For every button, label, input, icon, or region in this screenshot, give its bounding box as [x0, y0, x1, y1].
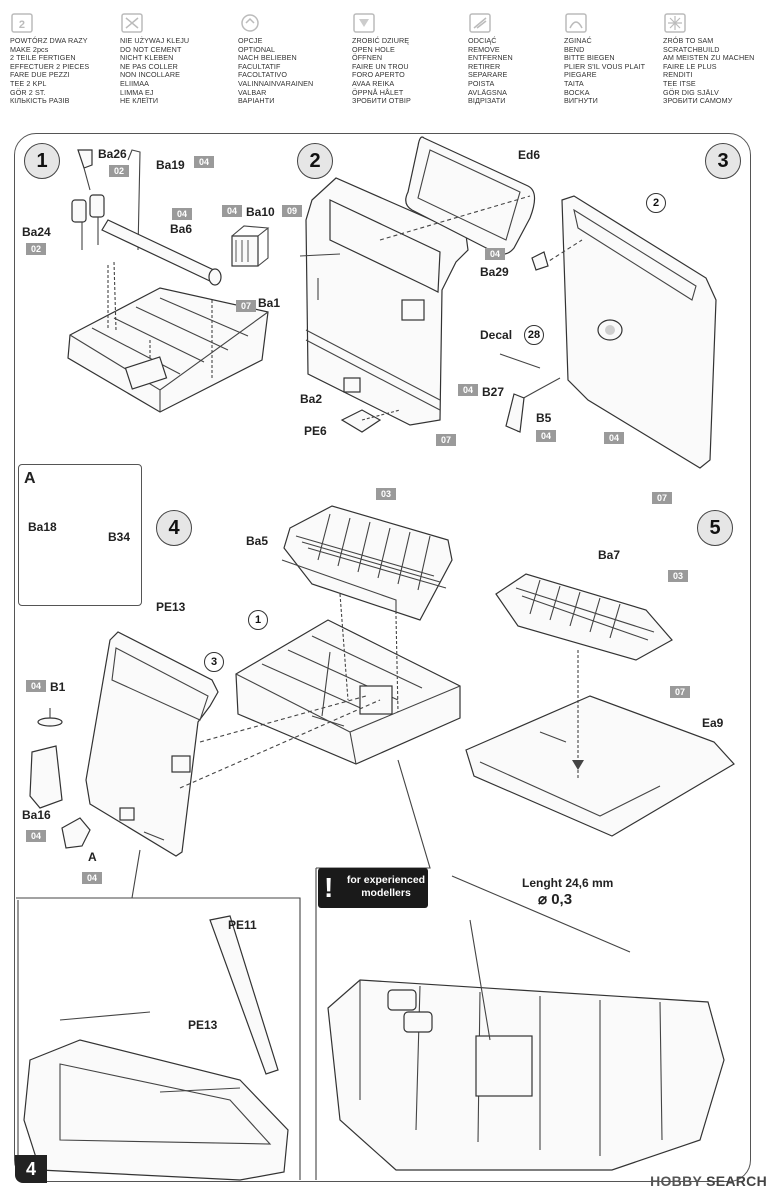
color-tag: 02: [109, 165, 129, 177]
color-tag: 07: [436, 434, 456, 446]
part-pe13: PE13: [156, 600, 186, 614]
step1-bar-ba6: [101, 219, 222, 286]
ref-step-1: 1: [248, 610, 268, 630]
bottom-right-detail: [327, 875, 725, 1171]
step-1-badge: 1: [24, 143, 60, 179]
instruction-frame: [14, 133, 751, 1182]
experienced-note: ! for experienced modellers: [318, 868, 428, 908]
wire-length: Lenght 24,6 mm: [522, 876, 614, 890]
color-tag: 04: [222, 205, 242, 217]
remove-icon: [469, 13, 491, 33]
part-ba10: Ba10: [246, 205, 275, 219]
step4-b1-ba16: [29, 708, 63, 809]
step4-floor-tray: [235, 619, 461, 765]
step3-wall-rear: [499, 195, 717, 469]
color-tag: 04: [604, 432, 624, 444]
color-tag: 03: [668, 570, 688, 582]
part-ba7: Ba7: [598, 548, 621, 562]
scratchbuild-icon: [664, 13, 686, 33]
part-pe6: PE6: [304, 424, 327, 438]
part-ba19: Ba19: [156, 158, 185, 172]
color-tag: 04: [485, 248, 505, 260]
step-5-badge: 5: [697, 510, 733, 546]
step-4-badge: 4: [156, 510, 192, 546]
watermark-search: SEARCH: [706, 1173, 767, 1189]
part-pe11: PE11: [228, 918, 257, 932]
part-ea9: Ea9: [702, 716, 724, 730]
step-3-badge: 3: [705, 143, 741, 179]
open-hole-icon: [353, 13, 375, 33]
watermark-brand: HOBBY: [650, 1173, 702, 1189]
watermark: HOBBY SEARCH: [650, 1173, 767, 1189]
part-ba26: Ba26: [98, 147, 127, 161]
part-ba6: Ba6: [170, 222, 193, 236]
step-2-badge: 2: [297, 143, 333, 179]
part-ba18: Ba18: [28, 520, 57, 534]
step2-pe6: [340, 409, 401, 433]
color-tag: 02: [26, 243, 46, 255]
warning-icon: !: [324, 872, 334, 903]
step2-wall-ba2: [299, 177, 469, 426]
part-ba24: Ba24: [22, 225, 51, 239]
color-tag: 04: [458, 384, 478, 396]
color-tag: 07: [670, 686, 690, 698]
ref-decal-28: 28: [524, 325, 544, 345]
bend-icon: [565, 13, 587, 33]
option-icon: [241, 14, 259, 32]
color-tag: 03: [376, 488, 396, 500]
bottom-left-detail: [23, 915, 289, 1181]
step5-seat-ba7: [495, 573, 673, 661]
color-tag: 07: [652, 492, 672, 504]
color-tag: 07: [236, 300, 256, 312]
step4-a-detail: [61, 817, 91, 849]
part-ba5: Ba5: [246, 534, 269, 548]
page-number: 4: [15, 1155, 47, 1183]
part-ba1: Ba1: [258, 296, 281, 310]
part-b34: B34: [108, 530, 131, 544]
wire-diameter: ⌀ 0,3: [538, 891, 573, 908]
part-ba2: Ba2: [300, 392, 323, 406]
part-b5: B5: [536, 411, 552, 425]
color-tag: 04: [26, 680, 46, 692]
part-b27: B27: [482, 385, 505, 399]
ref-step-2: 2: [646, 193, 666, 213]
step1-battery-ba10: [231, 225, 270, 267]
ref-step-3: 3: [204, 652, 224, 672]
part-ba29: Ba29: [480, 265, 509, 279]
part-ba16: Ba16: [22, 808, 51, 822]
color-tag: 04: [536, 430, 556, 442]
no-glue-icon: [121, 13, 143, 33]
step5-plate-ea9: [465, 695, 735, 837]
twice-icon: 2: [11, 13, 33, 33]
color-tag: 04: [194, 156, 214, 168]
part-pe13-detail: PE13: [188, 1018, 218, 1032]
color-tag: 04: [82, 872, 102, 884]
part-ed6: Ed6: [518, 148, 541, 162]
step4-wall: [85, 631, 219, 857]
step1-pedals: [71, 149, 141, 251]
part-b1: B1: [50, 680, 66, 694]
color-tag: 09: [282, 205, 302, 217]
experienced-text: for experienced modellers: [346, 874, 426, 899]
inset-a-title: A: [24, 470, 36, 487]
step4-seat-ba5: [281, 505, 453, 621]
inset-a-box: [18, 464, 142, 606]
step1-floor-tray: [67, 287, 269, 413]
part-a: A: [88, 850, 97, 864]
svg-text:2: 2: [19, 19, 25, 31]
color-tag: 04: [26, 830, 46, 842]
color-tag: 04: [172, 208, 192, 220]
part-decal: Decal: [480, 328, 513, 342]
